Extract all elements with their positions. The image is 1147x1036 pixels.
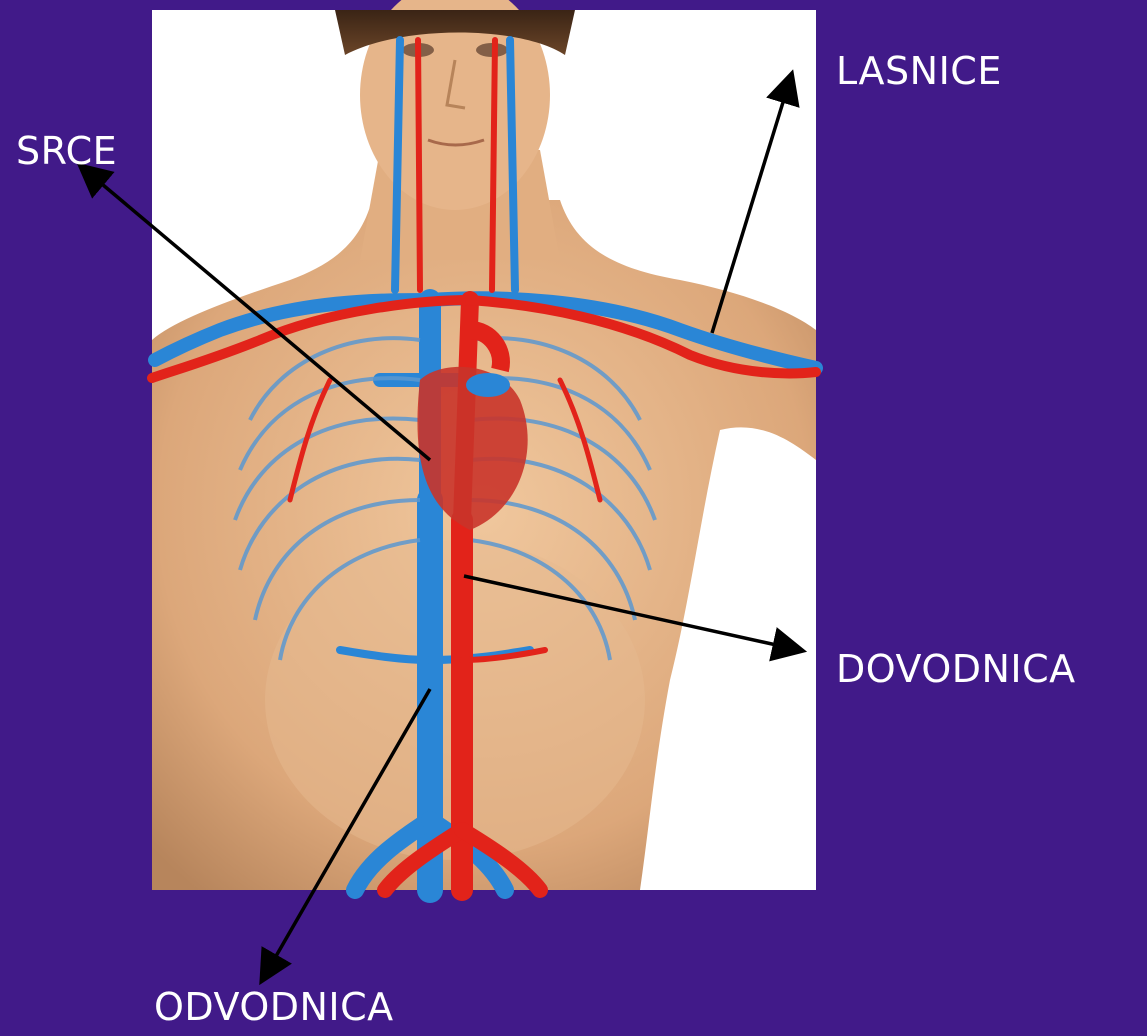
label-dovodnica: DOVODNICA: [836, 650, 1076, 688]
label-lasnice: LASNICE: [836, 52, 1002, 90]
label-odvodnica: ODVODNICA: [154, 988, 394, 1026]
label-srce: SRCE: [16, 132, 117, 170]
